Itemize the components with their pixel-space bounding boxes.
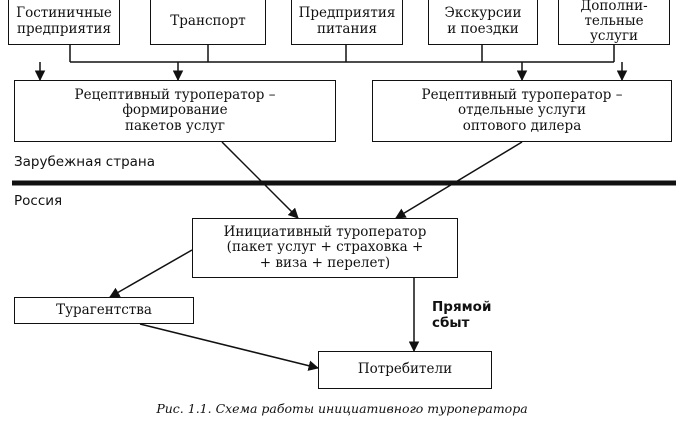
travel-agencies: Турагентства: [14, 297, 194, 324]
supplier-extra-label: Дополни- тельные услуги: [580, 0, 648, 45]
supplier-extra: Дополни- тельные услуги: [558, 0, 670, 45]
region-russia-label: Россия: [14, 193, 63, 209]
consumers: Потребители: [318, 351, 492, 389]
supplier-excursions: Экскурсии и поездки: [428, 0, 538, 45]
supplier-catering: Предприятия питания: [291, 0, 403, 45]
arrow-receptive-to-initiative-right: [395, 141, 523, 219]
arrow-receptive-to-initiative-left: [221, 141, 299, 219]
receptive-operator-wholesale-label: Рецептивный туроператор – отдельные услу…: [421, 87, 623, 134]
receptive-operator-wholesale: Рецептивный туроператор – отдельные услу…: [372, 80, 672, 142]
supplier-transport: Транспорт: [150, 0, 266, 45]
direct-sales-label: Прямой сбыт: [432, 299, 492, 331]
initiative-operator-label: Инициативный туроператор (пакет услуг + …: [223, 224, 427, 271]
consumers-label: Потребители: [357, 361, 453, 378]
travel-agencies-label: Турагентства: [56, 301, 152, 318]
supplier-hotels-label: Гостиничные предприятия: [16, 5, 112, 37]
arrow-initiative-to-agencies: [109, 249, 193, 298]
supplier-catering-label: Предприятия питания: [298, 5, 396, 37]
arrow-agencies-to-consumers: [139, 323, 320, 371]
receptive-operator-packages-label: Рецептивный туроператор – формирование п…: [74, 87, 276, 134]
supplier-hotels: Гостиничные предприятия: [8, 0, 120, 45]
region-foreign-label: Зарубежная страна: [14, 154, 156, 170]
figure-caption: Рис. 1.1. Схема работы инициативного тур…: [156, 401, 528, 416]
supplier-excursions-label: Экскурсии и поездки: [444, 5, 522, 37]
initiative-operator: Инициативный туроператор (пакет услуг + …: [192, 218, 458, 278]
supplier-transport-label: Транспорт: [170, 12, 246, 29]
receptive-operator-packages: Рецептивный туроператор – формирование п…: [14, 80, 336, 142]
